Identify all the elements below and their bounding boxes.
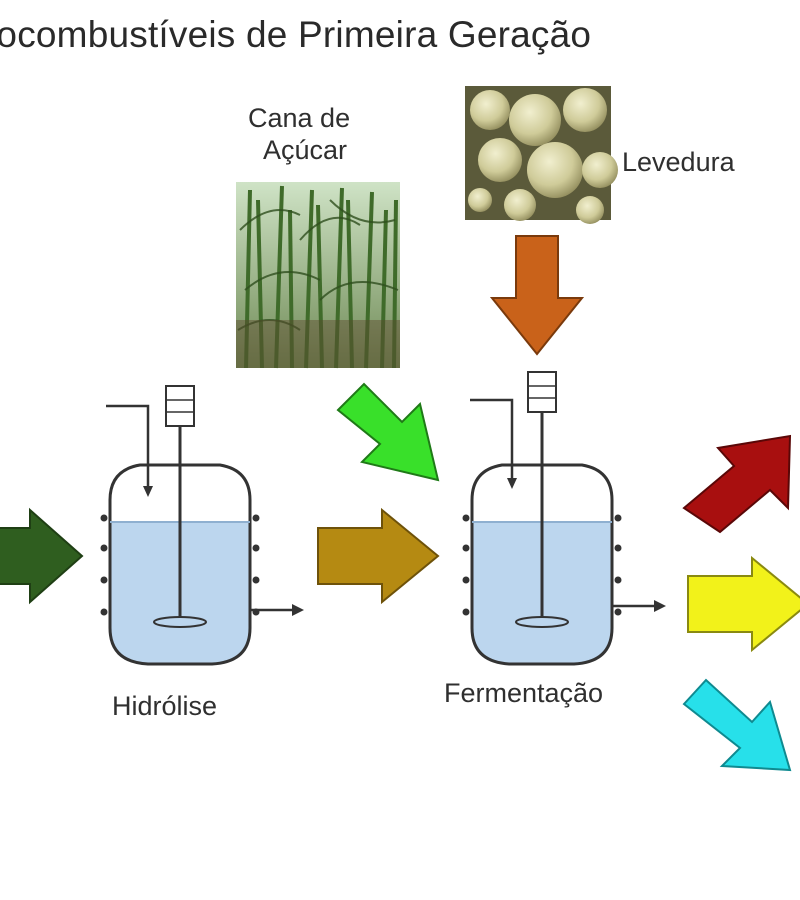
output-arrow-cyan [682,678,792,772]
sugarcane-label-line1: Cana de [248,103,351,133]
hydrolysis-label: Hidrólise [112,691,218,721]
fermentation-label: Fermentação [444,678,604,708]
yeast-arrow [489,235,585,356]
middle-arrow [317,507,440,605]
fermentation-reactor [462,371,666,666]
input-arrow-left-shape [0,507,84,605]
yeast-photo [465,86,618,224]
sugarcane-label-line2: Açúcar [263,135,348,165]
sugarcane-photo [236,182,400,369]
diagram-title: iocombustíveis de Primeira Geração [0,14,592,55]
yeast-label: Levedura [622,147,735,177]
sugarcane-arrow [336,382,440,482]
hydrolysis-reactor [100,385,304,666]
input-arrow-left [0,507,84,605]
output-arrow-yellow [687,555,800,653]
sugarcane-label: Cana de Açúcar [248,102,350,166]
output-arrow-red [682,434,792,534]
